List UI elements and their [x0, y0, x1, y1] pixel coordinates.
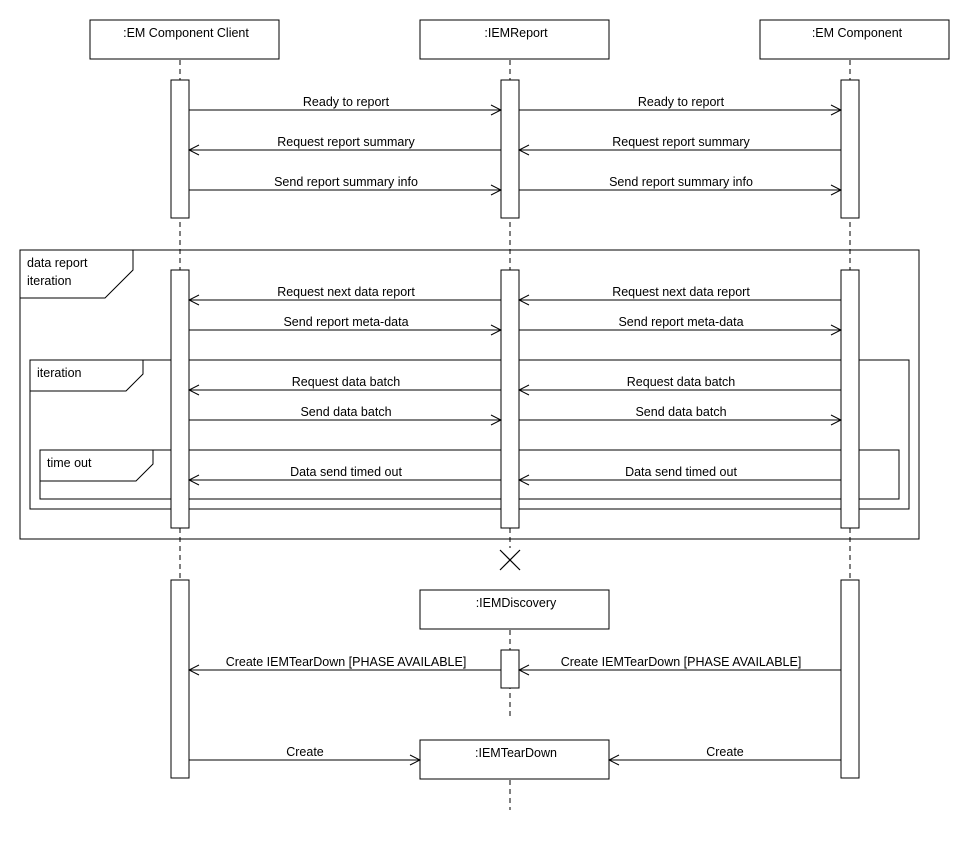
message-label: Send report meta-data [283, 315, 408, 329]
report-activation-2 [500, 269, 520, 529]
fragment-data-report-iteration [19, 249, 920, 540]
fragment-outer-label-2: iteration [27, 274, 72, 288]
message-label: Create IEMTearDown [PHASE AVAILABLE] [226, 655, 467, 669]
client-activation-1 [170, 79, 190, 219]
message-label: Ready to report [638, 95, 725, 109]
message-label: Request next data report [612, 285, 750, 299]
message-label: Send report summary info [609, 175, 753, 189]
message-label: Send data batch [635, 405, 726, 419]
message-label: Send report summary info [274, 175, 418, 189]
message-label: Send report meta-data [618, 315, 743, 329]
message-label: Request next data report [277, 285, 415, 299]
discovery-head: :IEMDiscovery [419, 589, 610, 630]
message-label: Ready to report [303, 95, 390, 109]
message-label: Data send timed out [625, 465, 737, 479]
teardown-head: :IEMTearDown [419, 739, 610, 780]
report-head: :IEMReport [419, 19, 610, 60]
client-activation-3 [170, 579, 190, 779]
component-label: :EM Component [812, 26, 903, 40]
report-label: :IEMReport [484, 26, 548, 40]
message-label: Create [706, 745, 744, 759]
report-activation-1 [500, 79, 520, 219]
message-label: Request report summary [612, 135, 750, 149]
fragment-iteration [29, 359, 910, 510]
component-activation-2 [840, 269, 860, 529]
client-head: :EM Component Client [89, 19, 280, 60]
component-head: :EM Component [759, 19, 950, 60]
component-activation-3 [840, 579, 860, 779]
teardown-label: :IEMTearDown [475, 746, 557, 760]
message-label: Data send timed out [290, 465, 402, 479]
message-label: Create [286, 745, 324, 759]
fragment-time-out [39, 449, 900, 500]
message-label: Send data batch [300, 405, 391, 419]
fragment-time-out-label: time out [47, 456, 92, 470]
message-label: Request data batch [292, 375, 400, 389]
fragment-iteration-label: iteration [37, 366, 82, 380]
fragment-outer-label-1: data report [27, 256, 88, 270]
message-label: Request report summary [277, 135, 415, 149]
report-destroy-marker [499, 549, 521, 571]
component-activation-1 [840, 79, 860, 219]
message-label: Create IEMTearDown [PHASE AVAILABLE] [561, 655, 802, 669]
discovery-label: :IEMDiscovery [476, 596, 557, 610]
client-activation-2 [170, 269, 190, 529]
message-label: Request data batch [627, 375, 735, 389]
discovery-activation [500, 649, 520, 689]
client-label: :EM Component Client [123, 26, 249, 40]
